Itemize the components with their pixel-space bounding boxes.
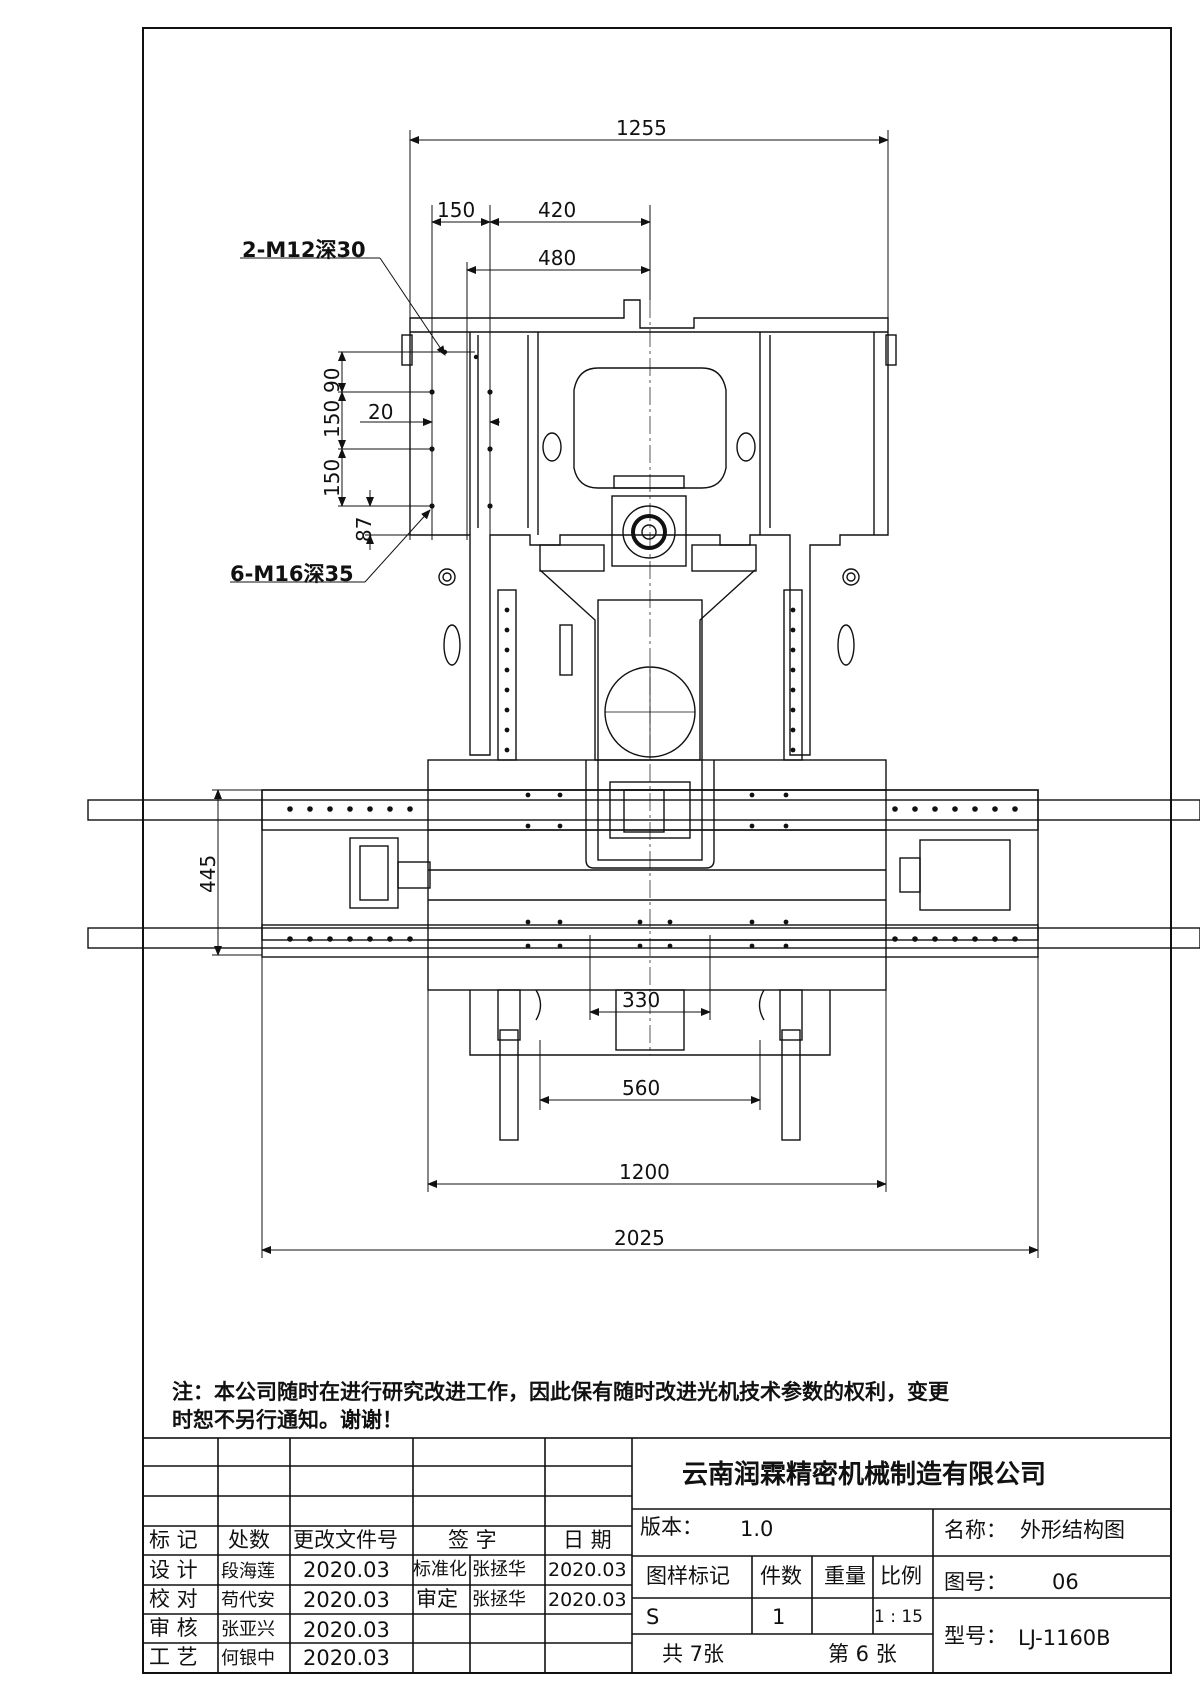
drawing-no-label: 图号： (944, 1570, 1007, 1594)
scale-label: 比例 (880, 1564, 922, 1588)
version-value: 1.0 (740, 1517, 774, 1541)
callout-m16-holes: 6-M16深35 (230, 562, 354, 586)
quantity-value: 1 (772, 1605, 786, 1629)
row-process-role: 工 艺 (149, 1645, 198, 1669)
dim-87: 87 (352, 516, 376, 542)
dimension-lines (212, 130, 1039, 1258)
callout-m12-holes: 2-M12深30 (242, 238, 366, 262)
row-design-name: 段海莲 (221, 1561, 275, 1582)
row-design-date: 2020.03 (303, 1558, 390, 1582)
header-date: 日 期 (563, 1528, 612, 1552)
dim-150-upper: 150 (320, 399, 344, 438)
quantity-label: 件数 (760, 1564, 802, 1588)
dim-480: 480 (538, 246, 577, 270)
dim-20: 20 (368, 400, 394, 424)
row-review-role: 审 核 (149, 1616, 198, 1640)
row-design-role: 设 计 (149, 1558, 198, 1582)
dim-2025: 2025 (614, 1226, 665, 1250)
model-value: LJ-1160B (1018, 1626, 1111, 1650)
machine-drawing (87, 299, 1200, 1141)
model-label: 型号： (944, 1624, 1007, 1648)
approval-date: 2020.03 (548, 1589, 627, 1611)
dim-1255: 1255 (616, 116, 667, 140)
revision-note: 注：本公司随时在进行研究改进工作，因此保有随时改进光机技术参数的权利，变更 时恕… (172, 1378, 1162, 1434)
dim-420: 420 (538, 198, 577, 222)
weight-label: 重量 (824, 1564, 866, 1588)
approval-name: 张拯华 (472, 1589, 526, 1610)
dim-445: 445 (196, 854, 220, 893)
standardization-name: 张拯华 (472, 1559, 526, 1580)
approval-label: 审定 (416, 1587, 458, 1611)
version-label: 版本： (640, 1515, 703, 1539)
header-change-doc: 更改文件号 (293, 1528, 398, 1552)
row-process-date: 2020.03 (303, 1646, 390, 1670)
header-mark: 标 记 (149, 1528, 198, 1552)
revision-note-line2: 时恕不另行通知。谢谢！ (172, 1408, 403, 1432)
dim-90: 90 (320, 367, 344, 393)
row-check-name: 苟代安 (221, 1590, 275, 1611)
company-name: 云南润霖精密机械制造有限公司 (682, 1460, 1047, 1490)
mark-value: S (646, 1605, 660, 1629)
header-signature: 签 字 (448, 1528, 497, 1552)
name-value: 外形结构图 (1020, 1518, 1125, 1542)
title-block-grid (142, 1437, 1172, 1674)
scale-value: 1 : 15 (874, 1607, 923, 1627)
row-review-name: 张亚兴 (221, 1619, 275, 1640)
standardization-label: 标准化 (413, 1559, 467, 1580)
drawing-mark-label: 图样标记 (646, 1564, 730, 1588)
row-process-name: 何银中 (221, 1648, 275, 1669)
total-sheets: 共 7张 (662, 1642, 725, 1666)
revision-note-line1: 注：本公司随时在进行研究改进工作，因此保有随时改进光机技术参数的权利，变更 (172, 1380, 949, 1404)
dim-150-lower: 150 (320, 458, 344, 497)
dim-330: 330 (622, 988, 661, 1012)
name-label: 名称： (944, 1518, 1007, 1542)
standardization-date: 2020.03 (548, 1559, 627, 1581)
drawing-no-value: 06 (1052, 1570, 1079, 1594)
sheet-number: 第 6 张 (828, 1642, 897, 1666)
header-count: 处数 (228, 1528, 270, 1552)
row-review-date: 2020.03 (303, 1618, 390, 1642)
row-check-role: 校 对 (149, 1587, 198, 1611)
dim-1200: 1200 (619, 1160, 670, 1184)
dim-150: 150 (437, 198, 476, 222)
dim-560: 560 (622, 1076, 661, 1100)
row-check-date: 2020.03 (303, 1588, 390, 1612)
